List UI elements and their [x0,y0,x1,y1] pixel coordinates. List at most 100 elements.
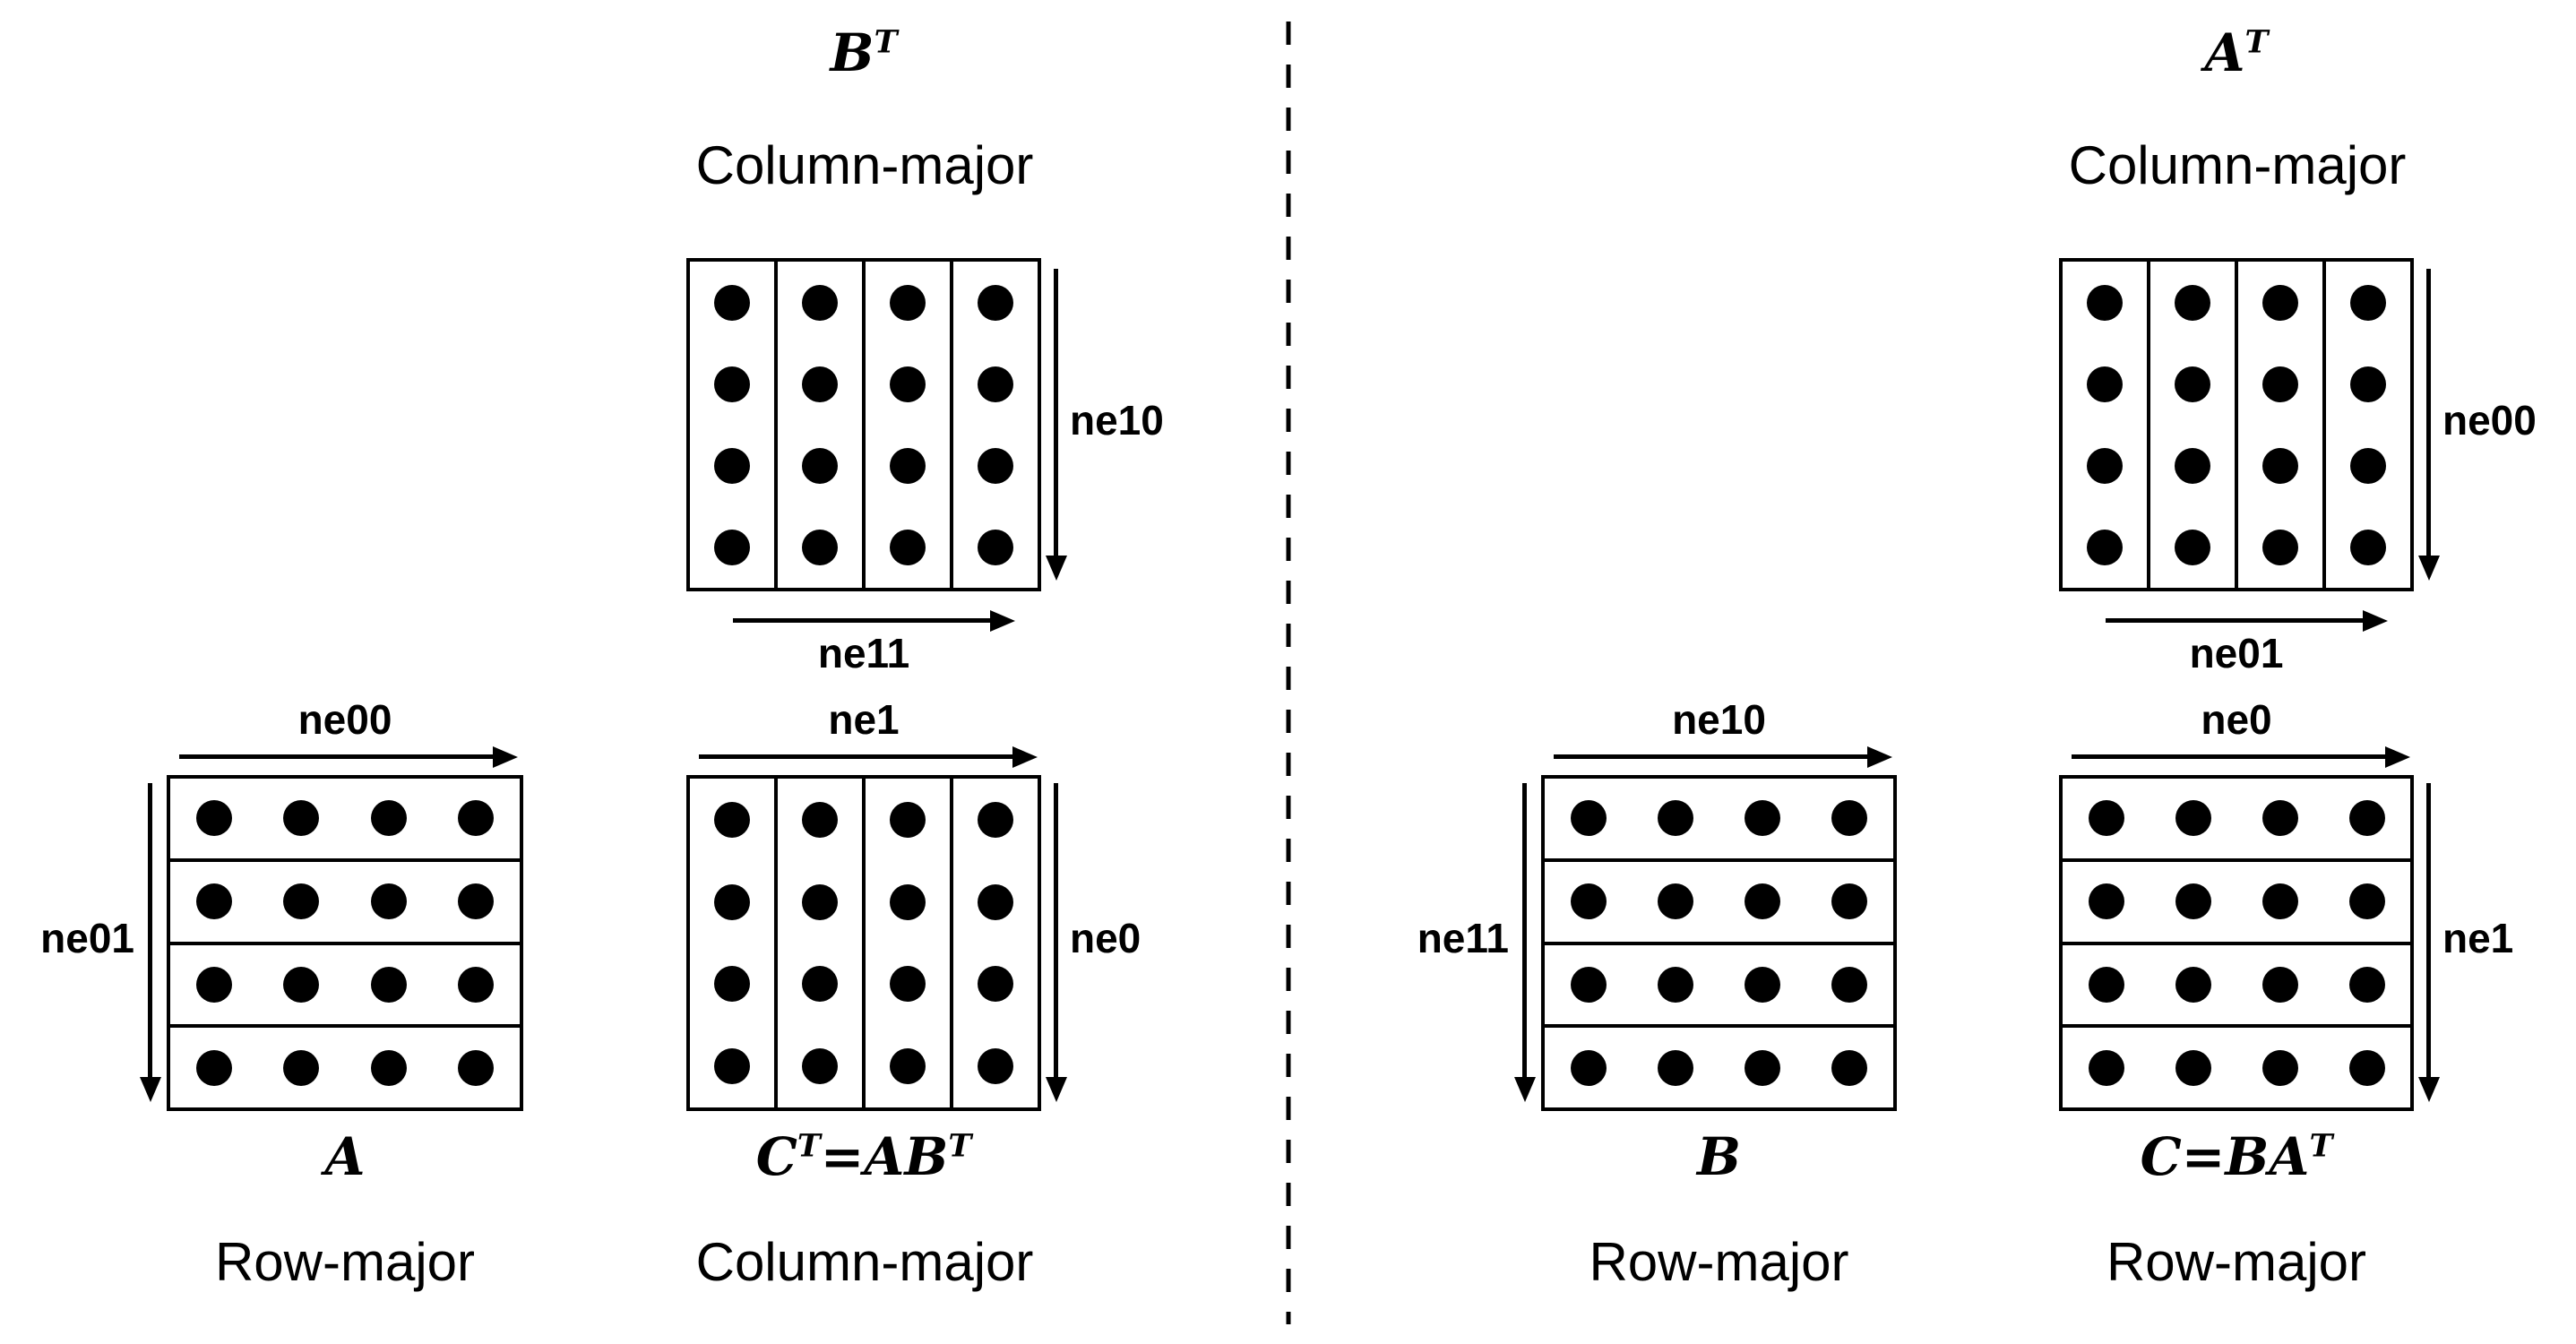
matrix-element-dot [2262,529,2298,565]
matrix-element-dot [1745,1049,1781,1086]
matrix-element-dot [714,883,750,920]
matrix-row-strip [2063,941,2410,1025]
matrix-element-dot [283,1049,320,1086]
matrix-element-dot [1657,1049,1693,1086]
down-arrow-icon [148,783,152,1077]
matrix-element-dot [714,529,750,565]
down-arrow-icon [2426,783,2431,1077]
dim-label-ne00: ne00 [297,696,392,743]
matrix-element-dot [2350,366,2386,402]
dim-label-ne10: ne10 [1070,397,1164,444]
matrix-b-grid [1541,775,1897,1111]
matrix-element-dot [714,366,750,402]
right-arrow-icon [699,754,1012,759]
matrix-element-dot [2088,1049,2124,1086]
matrix-element-dot [2175,800,2211,837]
formula-part: B [830,22,874,83]
formula-text: A [167,1127,523,1187]
matrix-element-dot [458,966,495,1003]
matrix-c-transpose-grid [686,775,1041,1111]
matrix-row-strip [170,941,520,1025]
matrix-element-dot [978,366,1013,402]
down-arrow-icon [2426,269,2431,556]
matrix-column-strip [774,779,862,1107]
matrix-element-dot [802,529,838,565]
formula-text: B [1541,1127,1897,1187]
matrix-row-strip [2063,1024,2410,1107]
matrix-element-dot [2348,966,2385,1003]
matrix-element-dot [2350,447,2386,484]
matrix-row-strip [170,857,520,942]
formula-superscript: T [948,1127,972,1165]
matrix-formula-c-transpose: CT=ABT [642,1127,1086,1187]
matrix-column-strip [690,262,774,588]
matrix-element-dot [2350,284,2386,321]
matrix-element-dot [890,883,926,920]
matrix-row-strip [170,779,520,858]
layout-label-column-major: Column-major [695,135,1034,195]
right-arrow-icon [1554,754,1867,759]
dim-label-ne01: ne01 [2189,630,2284,676]
matrix-element-dot [802,1048,838,1085]
matrix-column-strip [690,779,774,1107]
matrix-row-strip [1545,857,1893,942]
matrix-element-dot [458,883,495,920]
matrix-element-dot [890,966,926,1003]
matrix-element-dot [370,883,407,920]
matrix-element-dot [195,966,232,1003]
matrix-formula-b: B [1541,1127,1897,1187]
matrix-element-dot [1745,883,1781,920]
matrix-element-dot [2262,366,2298,402]
matrix-element-dot [978,529,1013,565]
formula-part: C [755,1126,797,1187]
matrix-column-strip [950,262,1038,588]
matrix-c-grid [2059,775,2414,1111]
matrix-element-dot [283,966,320,1003]
matrix-row-strip [2063,857,2410,942]
matrix-element-dot [1570,966,1607,1003]
matrix-element-dot [890,284,926,321]
matrix-row-strip [1545,779,1893,858]
matrix-element-dot [1831,883,1868,920]
dim-label-ne11: ne11 [1417,915,1509,961]
matrix-column-strip [862,779,950,1107]
matrix-element-dot [2348,800,2385,837]
matrix-element-dot [2175,366,2210,402]
matrix-element-dot [2262,800,2298,837]
matrix-formula-a: A [167,1127,523,1187]
matrix-element-dot [2087,366,2123,402]
matrix-element-dot [195,883,232,920]
matrix-element-dot [714,801,750,838]
formula-text: BT [686,23,1041,83]
formula-text: CT=ABT [642,1127,1086,1187]
right-arrow-icon [733,618,990,623]
matrix-element-dot [2175,883,2211,920]
matrix-element-dot [802,801,838,838]
matrix-element-dot [802,966,838,1003]
dim-label-ne01: ne01 [40,915,134,961]
matrix-element-dot [1831,1049,1868,1086]
matrix-column-strip [862,262,950,588]
matrix-element-dot [1657,966,1693,1003]
formula-part: C=BA [2140,1126,2310,1187]
matrix-column-strip [2147,262,2235,588]
formula-part: A [2204,22,2245,83]
matrix-element-dot [978,1048,1013,1085]
formula-part: B [1696,1126,1742,1187]
matrix-element-dot [802,366,838,402]
dim-label-ne0: ne0 [2201,696,2272,743]
matrix-element-dot [2087,529,2123,565]
matrix-element-dot [1657,883,1693,920]
matrix-element-dot [2175,1049,2211,1086]
matrix-element-dot [2262,883,2298,920]
matrix-a-transpose-grid [2059,258,2414,591]
matrix-element-dot [2175,447,2210,484]
matrix-element-dot [890,529,926,565]
matrix-element-dot [1570,883,1607,920]
matrix-element-dot [2087,284,2123,321]
